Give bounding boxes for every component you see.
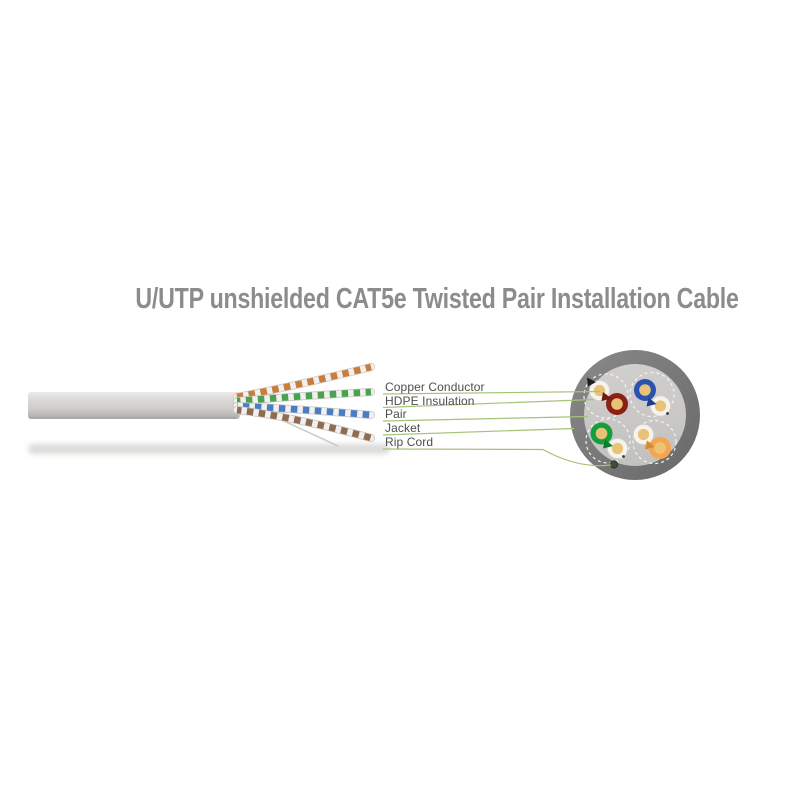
cross-section-core [584,364,686,466]
leader-pair [382,415,589,422]
twist-arrow-red [601,392,612,401]
twist-arrow-blue [646,397,657,407]
label-jacket: Jacket [385,421,421,435]
pair-bottom-left [590,422,628,459]
twist-arrow-green [603,439,613,449]
cross-section [570,350,700,480]
title-wrap: U/UTP unshielded CAT5e Twisted Pair Inst… [60,283,800,316]
label-copper-conductor: Copper Conductor [385,380,485,394]
twisted-pairs [233,363,375,442]
leader-hdpe-insulation [382,398,594,409]
leader-copper-conductor [382,390,601,395]
label-rip-cord: Rip Cord [385,435,434,449]
page-title: U/UTP unshielded CAT5e Twisted Pair Inst… [135,283,739,315]
cable-jacket [28,392,242,419]
twisted-pair-orange [233,363,375,401]
cable-shadow [28,444,390,454]
twisted-pair-blue [233,402,375,419]
twisted-pair-green [233,388,375,405]
leader-jacket [382,427,575,436]
label-hdpe-insulation: HDPE Insulation [385,393,475,408]
pair-top-left [587,377,628,415]
leader-rip-cord [382,448,612,467]
label-pair: Pair [385,407,407,421]
pair-top-right [634,379,671,417]
leader-lines [382,390,612,467]
twisted-pair-brown [233,406,375,442]
twist-arrow-orange [645,440,655,450]
rip-cord-dot [609,460,619,469]
pair-bottom-right [633,424,671,459]
pair-circles [583,371,677,465]
twist-arrow-black [587,377,596,387]
